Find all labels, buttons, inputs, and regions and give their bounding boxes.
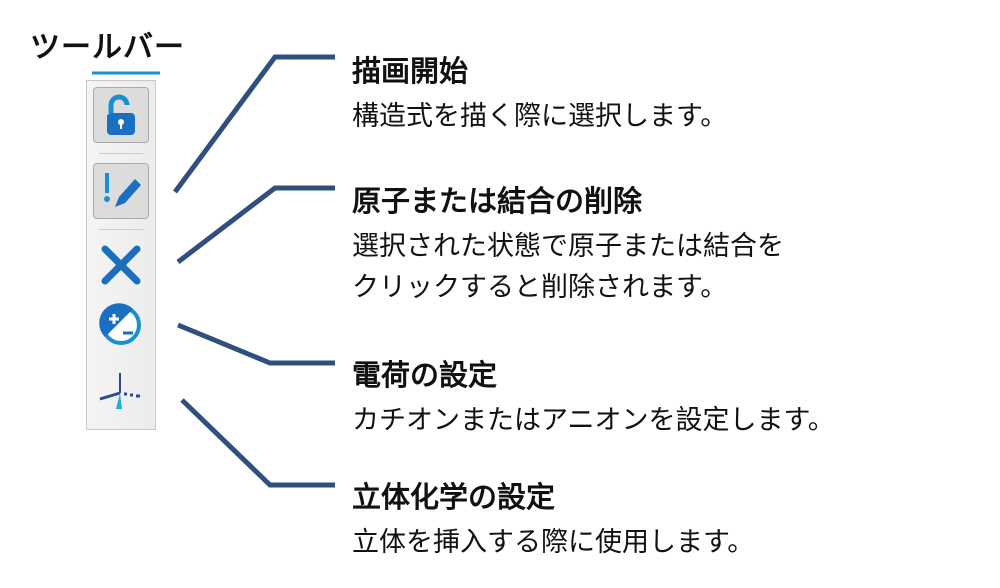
stereo-bond-icon (99, 373, 140, 409)
item-title-delete: 原子または結合の削除 (352, 184, 643, 218)
toolbar (86, 80, 156, 430)
item-title-draw-start: 描画開始 (352, 54, 469, 88)
connector-1 (172, 54, 335, 194)
item-desc-stereo: 立体を挿入する際に使用します。 (352, 527, 755, 558)
connector-4 (180, 398, 335, 488)
item-desc-delete-1: 選択された状態で原子または結合を (352, 231, 784, 262)
delete-button[interactable] (93, 237, 149, 293)
plus-minus-charge-icon (99, 303, 141, 345)
item-desc-delete-2: クリックすると削除されます。 (352, 272, 728, 303)
draw-start-button[interactable] (93, 163, 149, 219)
charge-button[interactable] (93, 297, 149, 353)
toolbar-heading: ツールバー (30, 30, 185, 65)
x-delete-icon (101, 245, 141, 285)
connector-3 (177, 322, 335, 366)
item-desc-draw-start: 構造式を描く際に選択します。 (352, 101, 728, 132)
stereo-button[interactable] (93, 363, 149, 419)
connector-2 (176, 185, 335, 264)
unlock-icon (107, 94, 135, 135)
item-desc-charge: カチオンまたはアニオンを設定します。 (352, 405, 835, 436)
item-title-stereo: 立体化学の設定 (352, 480, 556, 514)
item-title-charge: 電荷の設定 (352, 358, 498, 392)
lock-button[interactable] (93, 87, 149, 143)
exclaim-pencil-icon (104, 173, 141, 207)
